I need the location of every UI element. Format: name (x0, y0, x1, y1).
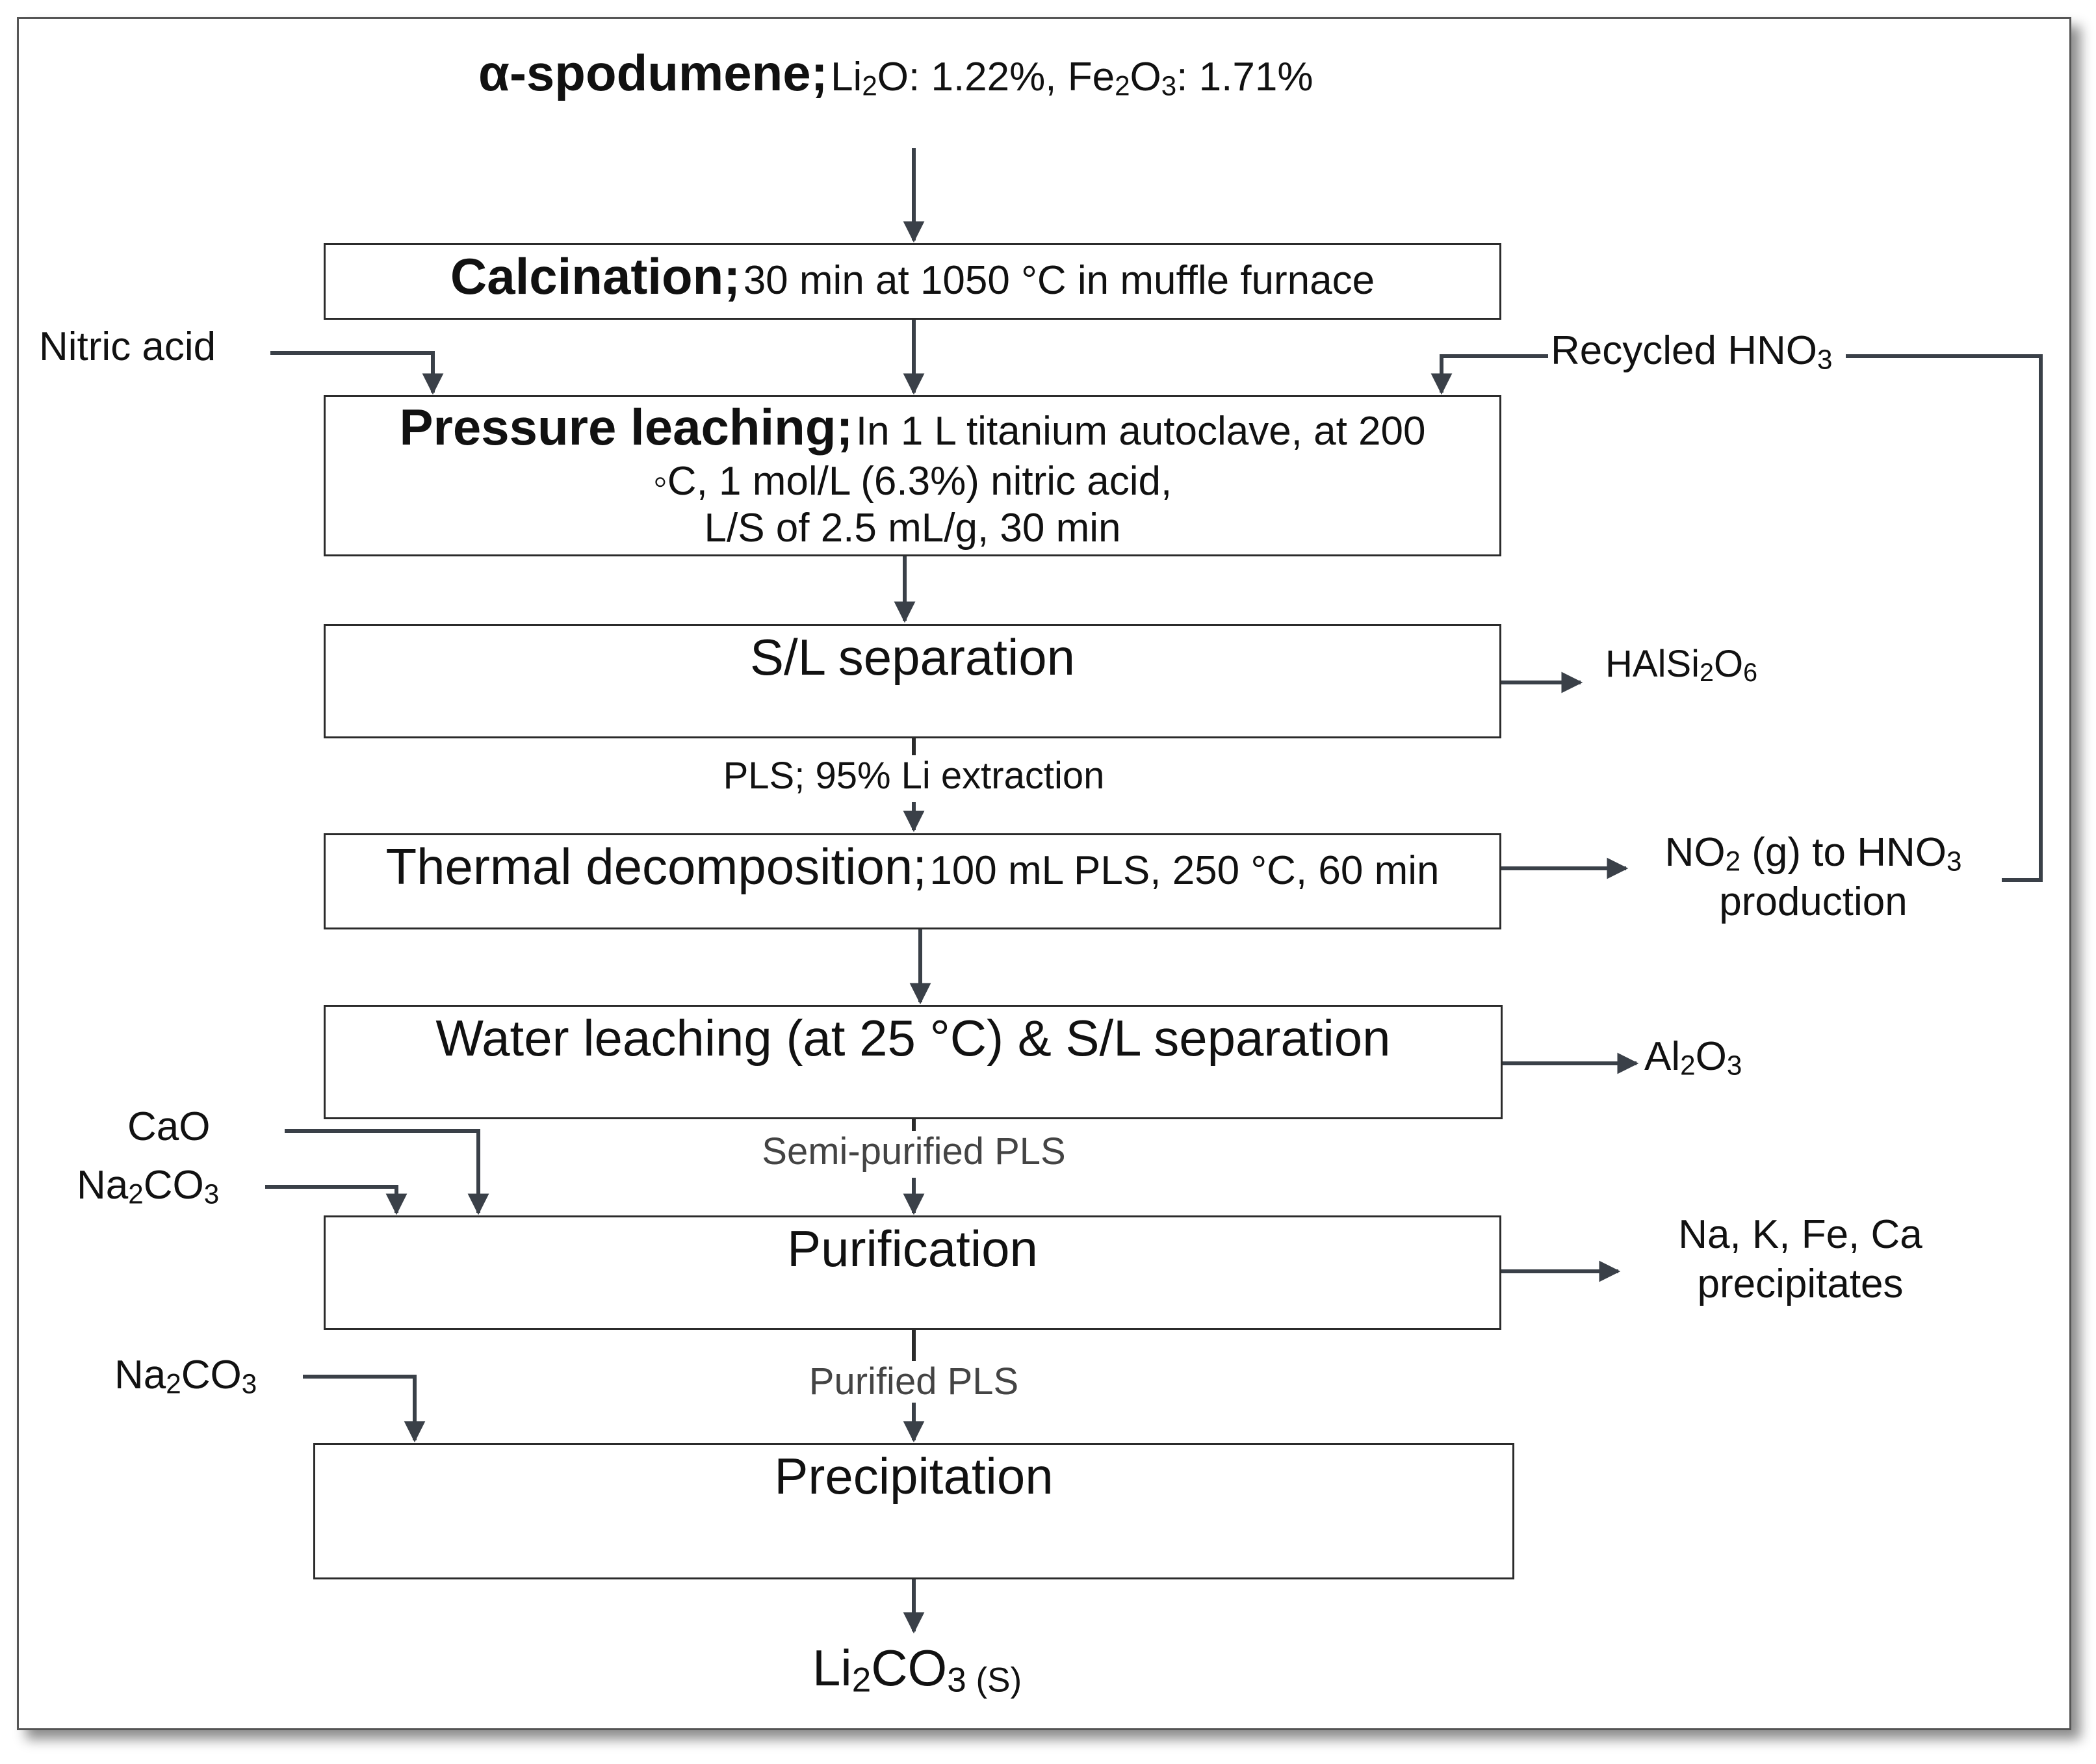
output-al2o3: Al2O3 (1644, 1034, 1742, 1081)
thermal-decomposition-box: Thermal decomposition; 100 mL PLS, 250 °… (324, 833, 1501, 929)
stream-semi-purified: Semi-purified PLS (719, 1131, 1109, 1173)
water-leaching-box: Water leaching (at 25 °C) & S/L separati… (324, 1005, 1503, 1119)
thermal-detail: 100 mL PLS, 250 °C, 60 min (929, 848, 1440, 893)
pressure-leaching-line3: L/S of 2.5 mL/g, 30 min (704, 506, 1121, 551)
pressure-leaching-box: Pressure leaching; In 1 L titanium autoc… (324, 395, 1501, 556)
feed-label: α-spodumene; Li2O: 1.22%, Fe2O3: 1.71% (478, 45, 1313, 101)
arrow-na2co3-purification (265, 1185, 408, 1215)
sl-separation-box: S/L separation (324, 624, 1501, 738)
purification-title: Purification (787, 1220, 1038, 1277)
input-recycled-hno3: Recycled HNO3 (1551, 328, 1837, 374)
thermal-title: Thermal decomposition; (385, 838, 927, 895)
stream-pls: PLS; 95% Li extraction (654, 755, 1174, 797)
precipitation-title: Precipitation (774, 1447, 1054, 1505)
stream-purified: Purified PLS (751, 1361, 1076, 1403)
precipitation-box: Precipitation (313, 1443, 1514, 1579)
recycle-loop-line (1846, 354, 2043, 882)
input-cao: CaO (127, 1104, 211, 1149)
calcination-box: Calcination; 30 min at 1050 °C in muffle… (324, 243, 1501, 320)
pressure-leaching-line1: In 1 L titanium autoclave, at 200 (855, 409, 1426, 454)
water-leaching-title: Water leaching (at 25 °C) & S/L separati… (435, 1009, 1391, 1067)
feed-title: α-spodumene; (478, 44, 828, 101)
purification-box: Purification (324, 1215, 1501, 1330)
calcination-detail: 30 min at 1050 °C in muffle furnace (743, 258, 1375, 303)
sl-separation-title: S/L separation (749, 629, 1076, 686)
arrow-nitric-acid (270, 351, 444, 395)
pressure-leaching-title: Pressure leaching; (399, 398, 853, 456)
output-precipitates: Na, K, Fe, Ca precipitates (1678, 1212, 1922, 1307)
feed-composition: Li2O: 1.22%, Fe2O3: 1.71% (831, 55, 1313, 101)
calcination-title: Calcination; (450, 248, 741, 305)
arrow-recycled-hno3 (1430, 354, 1548, 395)
arrow-na2co3-precipitation (303, 1375, 426, 1443)
pressure-leaching-line2: ◦C, 1 mol/L (6.3%) nitric acid, (653, 459, 1172, 504)
input-na2co3-purification: Na2CO3 (77, 1163, 220, 1210)
output-halsi2o6: HAlSi2O6 (1605, 643, 1758, 688)
input-nitric-acid: Nitric acid (39, 324, 216, 369)
product-li2co3: Li2CO3 (S) (812, 1639, 1022, 1700)
output-no2: NO2 (g) to HNO3 production (1664, 830, 1962, 925)
input-na2co3-precipitation: Na2CO3 (114, 1353, 257, 1399)
arrow-cao (285, 1129, 489, 1215)
